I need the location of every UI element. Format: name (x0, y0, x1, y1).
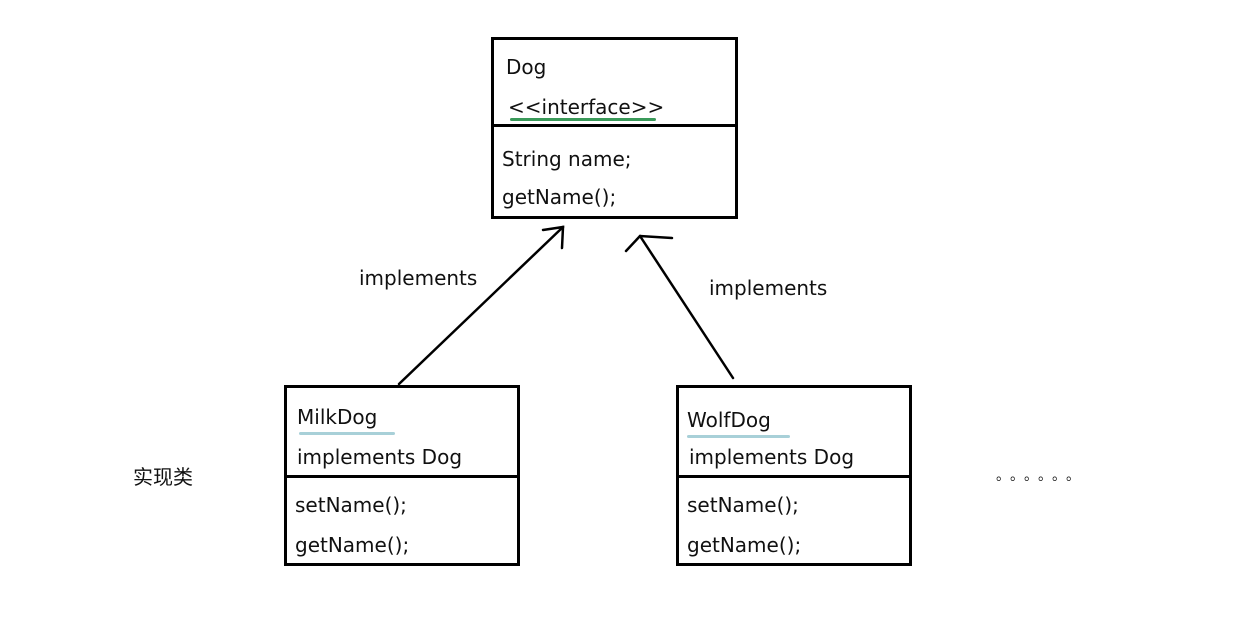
relation-label-milkdog: implements (359, 266, 478, 290)
class-members: setName(); getName(); (287, 475, 517, 563)
side-label-implementations: 实现类 (133, 465, 193, 489)
class-member: getName(); (687, 533, 802, 557)
ellipsis-more-classes: 。。。。。。 (996, 468, 1087, 484)
class-subtitle: implements Dog (297, 445, 463, 469)
interface-member: getName(); (502, 185, 617, 209)
class-members: setName(); getName(); (679, 475, 909, 563)
class-header: MilkDog implements Dog (287, 388, 517, 475)
class-box-wolfdog: WolfDog implements Dog setName(); getNam… (676, 385, 912, 566)
class-box-milkdog: MilkDog implements Dog setName(); getNam… (284, 385, 520, 566)
class-member: getName(); (295, 533, 410, 557)
class-name-underline (299, 432, 395, 435)
relation-label-wolfdog: implements (709, 276, 828, 300)
class-name: WolfDog (687, 408, 771, 432)
class-member: setName(); (295, 493, 407, 517)
interface-box-dog: Dog <<interface>> String name; getName()… (491, 37, 738, 219)
interface-header: Dog <<interface>> (494, 40, 735, 124)
class-header: WolfDog implements Dog (679, 388, 909, 475)
stereotype-underline (510, 118, 656, 121)
class-subtitle: implements Dog (689, 445, 855, 469)
class-name-underline (687, 435, 790, 438)
interface-name: Dog (506, 55, 547, 79)
class-member: setName(); (687, 493, 799, 517)
interface-stereotype: <<interface>> (508, 95, 665, 119)
arrow-wolfdog-to-dog (624, 234, 735, 380)
arrow-milkdog-to-dog (397, 225, 565, 386)
interface-members: String name; getName(); (494, 124, 735, 216)
interface-member: String name; (502, 147, 632, 171)
class-name: MilkDog (297, 405, 378, 429)
